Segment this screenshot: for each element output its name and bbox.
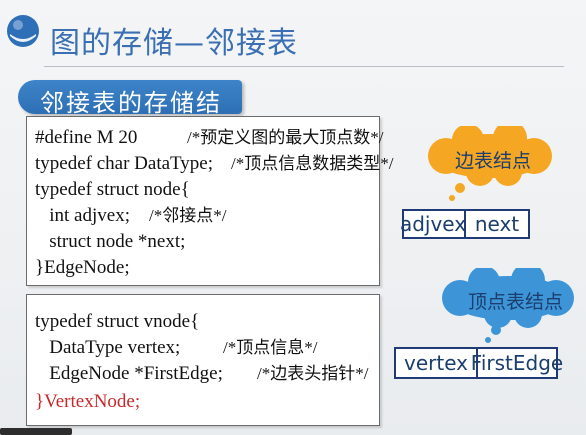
code-line: typedef struct node{ xyxy=(35,179,190,200)
title-divider xyxy=(44,66,564,67)
code-comment: /*边表头指针*/ xyxy=(257,364,369,383)
code-line: int adjvex; xyxy=(35,205,130,226)
code-comment: /*顶点信息数据类型*/ xyxy=(231,154,394,173)
code-line: struct node *next; xyxy=(35,231,186,252)
vertex-node-code-block: typedef struct vnode{ DataType vertex; /… xyxy=(26,294,380,426)
slide-title: 图的存储—邻接表 xyxy=(50,26,298,61)
vertex-node-box: vertex FirstEdge xyxy=(394,347,564,379)
vertex-node-label: 顶点表结点 xyxy=(468,291,564,313)
code-line: typedef char DataType; xyxy=(35,153,214,174)
vertex-node-cloud xyxy=(442,268,574,343)
edge-node-cloud xyxy=(428,126,552,201)
blue-circle-logo-icon xyxy=(7,15,39,47)
code-line: }VertexNode; xyxy=(35,391,141,412)
field-divider xyxy=(476,349,478,377)
code-line: #define M 20 xyxy=(35,127,138,148)
code-line: EdgeNode *FirstEdge; xyxy=(35,363,223,384)
vertex-field: vertex xyxy=(404,351,468,375)
adjvex-field: adjvex xyxy=(399,212,467,236)
section-heading-banner: 邻接表的存储结构 xyxy=(18,80,242,152)
field-divider xyxy=(464,211,466,237)
bottom-edge-bar xyxy=(0,428,72,435)
code-comment: /*顶点信息*/ xyxy=(223,338,318,357)
edge-node-box: adjvex next xyxy=(399,209,530,239)
code-comment: /*邻接点*/ xyxy=(149,206,227,225)
code-line: typedef struct vnode{ xyxy=(35,311,200,332)
code-line: }EdgeNode; xyxy=(35,257,130,278)
slide-header: 图的存储—邻接表 xyxy=(0,0,586,70)
edge-node-label: 边表结点 xyxy=(455,150,532,172)
code-comment: /*预定义图的最大顶点数*/ xyxy=(187,128,384,147)
edge-node-code-block: #define M 20 /*预定义图的最大顶点数*/ typedef char… xyxy=(26,116,393,286)
next-field: next xyxy=(474,212,520,236)
firstedge-field: FirstEdge xyxy=(470,351,564,375)
code-line: DataType vertex; xyxy=(35,337,181,358)
